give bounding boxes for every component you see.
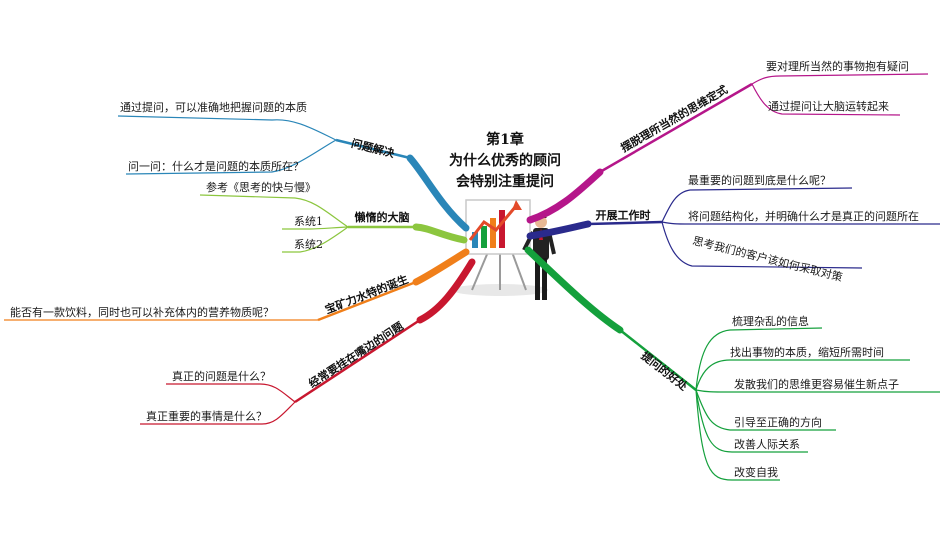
branch-benefits: 提问的好处 梳理杂乱的信息 找出事物的本质，缩短所需时间 发散我们的思维更容易催…	[524, 246, 940, 481]
branch-frequent-questions: 经常要挂在嘴边的问题 真正的问题是什么？ 真正重要的事情是什么？	[140, 258, 476, 425]
branch-label: 问题解决	[350, 136, 397, 160]
branch-child: 参考《思考的快与慢》	[206, 180, 316, 194]
branch-pocari-birth: 宝矿力水特的诞生 能否有一款饮料，同时也可以补充体内的营养物质呢？	[4, 248, 470, 322]
branch-child: 系统1	[294, 215, 323, 228]
title-line-2: 为什么优秀的顾问	[449, 152, 561, 169]
branch-child: 思考我们的客户该如何采取对策	[691, 233, 844, 284]
branch-label: 开展工作时	[596, 208, 651, 222]
branch-child: 改变自我	[734, 465, 778, 479]
branch-child: 通过提问，可以准确地把握问题的本质	[120, 100, 307, 114]
branch-when-working: 开展工作时 最重要的问题到底是什么呢？ 将问题结构化，并明确什么才是真正的问题所…	[526, 173, 940, 284]
central-title: 第1章 为什么优秀的顾问 会特别注重提问	[449, 131, 561, 190]
branch-child: 能否有一款饮料，同时也可以补充体内的营养物质呢？	[10, 305, 274, 319]
branch-label: 宝矿力水特的诞生	[323, 272, 410, 317]
branch-child: 将问题结构化，并明确什么才是真正的问题所在	[688, 209, 919, 223]
branch-child: 要对理所当然的事物抱有疑问	[766, 59, 909, 73]
branch-label: 提问的好处	[638, 348, 691, 394]
branch-label: 懒惰的大脑	[355, 210, 410, 224]
branch-break-thinking: 摆脱理所当然的思维定式 要对理所当然的事物抱有疑问 通过提问让大脑运转起来	[526, 59, 929, 224]
branch-child: 问一问：什么才是问题的本质所在？	[128, 159, 304, 173]
branch-child: 找出事物的本质，缩短所需时间	[730, 345, 884, 359]
branch-child: 改善人际关系	[734, 437, 800, 451]
branch-child: 发散我们的思维更容易催生新点子	[734, 377, 899, 391]
branch-problem-solving: 问题解决 通过提问，可以准确地把握问题的本质 问一问：什么才是问题的本质所在？	[117, 100, 470, 232]
branch-child: 梳理杂乱的信息	[732, 314, 809, 328]
title-line-3: 会特别注重提问	[456, 173, 554, 190]
branch-label: 经常要挂在嘴边的问题	[306, 318, 407, 390]
branch-child: 系统2	[294, 238, 323, 251]
branch-label: 摆脱理所当然的思维定式	[618, 82, 730, 155]
branch-lazy-brain: 懒惰的大脑 参考《思考的快与慢》 系统1 系统2	[199, 180, 468, 253]
branch-child: 真正重要的事情是什么？	[146, 409, 267, 423]
branch-child: 真正的问题是什么？	[172, 369, 271, 383]
branch-child: 引导至正确的方向	[734, 415, 822, 429]
branch-child: 通过提问让大脑运转起来	[768, 99, 889, 113]
title-line-1: 第1章	[486, 131, 524, 148]
branch-child: 最重要的问题到底是什么呢？	[688, 173, 831, 187]
